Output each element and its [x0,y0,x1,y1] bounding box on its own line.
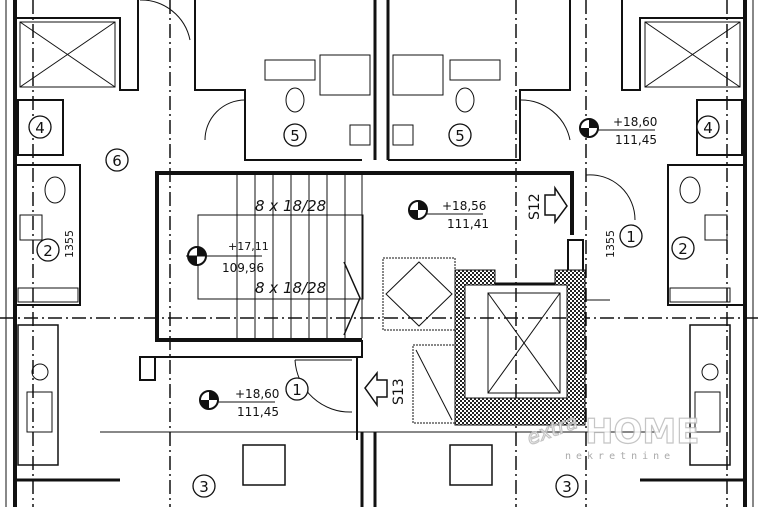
level-3-bottom: 111,45 [615,133,657,147]
room-label-2-right: 2 [678,240,688,258]
level-0-bottom: 109,96 [222,261,264,275]
level-1-top: +18,56 [442,199,486,213]
room-label-1-lower: 1 [292,381,302,399]
exit-arrow-s13-icon [364,370,388,408]
level-3-top: +18,60 [613,115,657,129]
stairwell-wall [155,171,574,342]
level-marker-icon [186,118,655,410]
room-label-3-left: 3 [199,478,209,496]
room-label-1-right: 1 [626,228,636,246]
exit-arrow-s12-icon [544,185,568,225]
level-2-top: +18,60 [235,387,279,401]
svg-text:HOME: HOME [585,412,699,452]
room-label-4-right: 4 [703,119,713,137]
level-2-bottom: 111,45 [237,405,279,419]
level-1-bottom: 111,41 [447,217,489,231]
dimension-right: 1355 [604,230,617,258]
svg-text:nekretnine: nekretnine [565,451,675,462]
exit-label-s13: S13 [391,378,407,405]
room-label-5-left: 5 [290,127,300,145]
level-0-top: +17,11 [228,240,269,253]
room-label-3-right: 3 [562,478,572,496]
stair-lower-flight-label: 8 x 18/28 [255,279,326,297]
stair-upper-flight-label: 8 x 18/28 [255,197,326,215]
room-label-2-left: 2 [43,242,53,260]
watermark-logo: extra HOME nekretnine [523,409,700,462]
room-label-5-right: 5 [455,127,465,145]
room-label-6: 6 [112,152,122,170]
room-label-4-left: 4 [35,119,45,137]
exit-label-s12: S12 [527,193,543,220]
dimension-left: 1355 [63,230,76,258]
